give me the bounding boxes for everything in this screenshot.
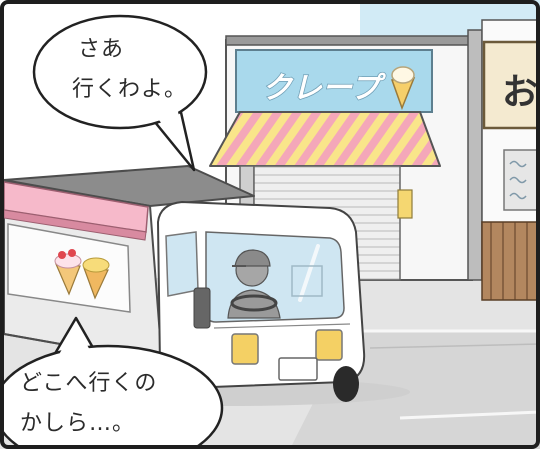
license-plate xyxy=(278,357,318,381)
steering-wheel xyxy=(230,294,278,312)
crepe-sign-board xyxy=(235,49,433,113)
cab-side-window xyxy=(165,231,199,297)
right-building: お xyxy=(481,19,540,301)
speech-bottom-line-1: どこへ行くの xyxy=(20,371,158,396)
speech-bubble-top xyxy=(32,14,208,172)
striped-awning xyxy=(209,111,441,167)
banana-crepe-illustration xyxy=(82,257,110,300)
yellow-box xyxy=(397,189,413,219)
right-shop-sign xyxy=(482,40,540,130)
passenger-seat xyxy=(291,265,323,297)
left-headlight xyxy=(231,333,259,365)
speech-top-line-1: さあ xyxy=(78,37,125,62)
speech-bottom-line-2: かしら…。 xyxy=(20,411,136,436)
speech-bubble-bottom xyxy=(0,316,224,449)
strawberry-crepe-illustration xyxy=(54,249,82,296)
wooden-wall xyxy=(481,221,540,301)
menu-board xyxy=(503,149,540,211)
crepe-sign-text: クレープ xyxy=(262,71,386,106)
right-headlight xyxy=(315,329,343,361)
right-shop-sign-text: お xyxy=(502,72,538,113)
crepe-cone-icon xyxy=(390,66,416,111)
side-mirror xyxy=(193,287,211,329)
front-right-wheel xyxy=(333,366,359,402)
speech-top-line-2: 行くわよ。 xyxy=(72,77,188,102)
